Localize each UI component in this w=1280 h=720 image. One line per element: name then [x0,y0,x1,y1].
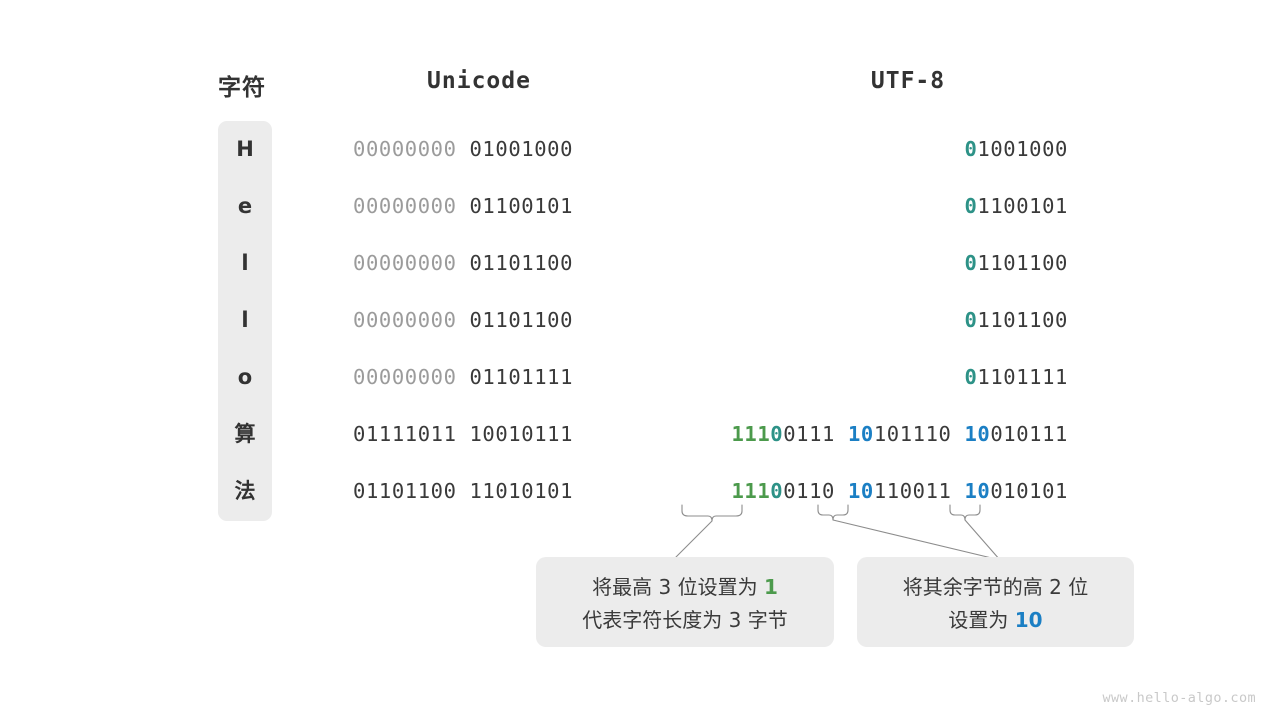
utf8-payload-bits: 1101100 [977,308,1068,332]
unicode-value-bits: 01101100 [456,251,574,275]
callout-continuation-bits-line1: 将其余字节的高 2 位 [902,575,1089,599]
utf8-payload-bits: 1101100 [977,251,1068,275]
utf8-leading-bit: 0 [964,194,978,218]
utf8-binary-cell: 01100101 [620,178,1068,235]
unicode-padding-bits: 00000000 [353,308,457,332]
unicode-padding-bits: 00000000 [353,251,457,275]
unicode-binary-cell: 01111011 10010111 [353,406,605,463]
unicode-value-bits: 01101100 [456,308,574,332]
character-cell: 法 [234,479,256,503]
utf8-payload-bits: 1100101 [977,194,1068,218]
utf8-terminator-bit: 0 [770,422,784,446]
character-cell: e [237,194,253,218]
callout-leading-bits-highlight: 1 [763,575,778,599]
utf8-byte-group: 10010101 [964,479,1068,503]
unicode-value-bits: 01001000 [456,137,574,161]
utf8-binary-cell: 01101111 [620,349,1068,406]
column-header-character: 字符 [218,75,266,101]
unicode-binary-cell: 01101100 11010101 [353,463,605,520]
utf8-payload-bits: 0111 [783,422,835,446]
utf8-continuation-marker-bits: 10 [964,422,991,446]
utf8-payload-bits: 110011 [873,479,952,503]
utf8-length-marker-bits: 111 [731,422,771,446]
unicode-padding-bits: 00000000 [353,194,457,218]
utf8-binary-cell: 01101100 [620,235,1068,292]
utf8-continuation-marker-bits: 10 [964,479,991,503]
callout-leading-bits-line1-text: 将最高 3 位设置为 [592,575,764,599]
unicode-value-bits: 01111011 10010111 [353,422,574,446]
utf8-byte-group: 10110011 [848,479,952,503]
utf8-byte-group: 11100110 [731,479,835,503]
utf8-payload-bits: 1001000 [977,137,1068,161]
callout-leading-bits: 将最高 3 位设置为 1 代表字符长度为 3 字节 [536,557,834,647]
utf8-binary-cell: 01101100 [620,292,1068,349]
watermark: www.hello-algo.com [1102,690,1256,706]
unicode-binary-cell: 00000000 01101111 [353,349,605,406]
utf8-payload-bits: 0110 [783,479,835,503]
utf8-continuation-marker-bits: 10 [847,422,874,446]
utf8-payload-bits: 101110 [873,422,952,446]
character-cell: H [236,137,254,161]
character-cell: o [237,365,253,389]
utf8-length-marker-bits: 111 [731,479,771,503]
column-header-utf8: UTF-8 [870,68,946,94]
utf8-continuation-marker-bits: 10 [847,479,874,503]
callout-continuation-bits: 将其余字节的高 2 位 设置为 10 [857,557,1134,647]
utf8-payload-bits: 010111 [990,422,1068,446]
unicode-binary-cell: 00000000 01001000 [353,121,605,178]
utf8-terminator-bit: 0 [770,479,784,503]
column-header-unicode: Unicode [427,68,531,94]
utf8-byte-group: 11100111 [731,422,835,446]
utf8-leading-bit: 0 [964,308,978,332]
callout-leading-bits-line2: 代表字符长度为 3 字节 [582,608,788,632]
character-cell: l [241,308,249,332]
unicode-value-bits: 01101111 [456,365,574,389]
unicode-padding-bits: 00000000 [353,365,457,389]
unicode-binary-cell: 00000000 01101100 [353,235,605,292]
utf8-payload-bits: 1101111 [977,365,1068,389]
unicode-binary-cell: 00000000 01100101 [353,178,605,235]
utf8-byte-group: 10010111 [964,422,1068,446]
utf8-leading-bit: 0 [964,251,978,275]
utf8-binary-cell: 11100110 10110011 10010101 [620,463,1068,520]
utf8-binary-cell: 11100111 10101110 10010111 [620,406,1068,463]
character-cell: l [241,251,249,275]
utf8-leading-bit: 0 [964,137,978,161]
unicode-value-bits: 01100101 [456,194,574,218]
unicode-value-bits: 01101100 11010101 [353,479,574,503]
callout-continuation-bits-highlight: 10 [1014,608,1043,632]
utf8-byte-group: 10101110 [848,422,952,446]
callout-leading-bits-line1: 将最高 3 位设置为 1 [536,571,834,604]
utf8-payload-bits: 010101 [990,479,1068,503]
callout-continuation-bits-line2-text: 设置为 [948,608,1015,632]
unicode-binary-cell: 00000000 01101100 [353,292,605,349]
utf8-binary-cell: 01001000 [620,121,1068,178]
character-cell: 算 [234,422,256,446]
unicode-padding-bits: 00000000 [353,137,457,161]
callout-continuation-bits-line2: 设置为 10 [857,604,1134,637]
utf8-leading-bit: 0 [964,365,978,389]
